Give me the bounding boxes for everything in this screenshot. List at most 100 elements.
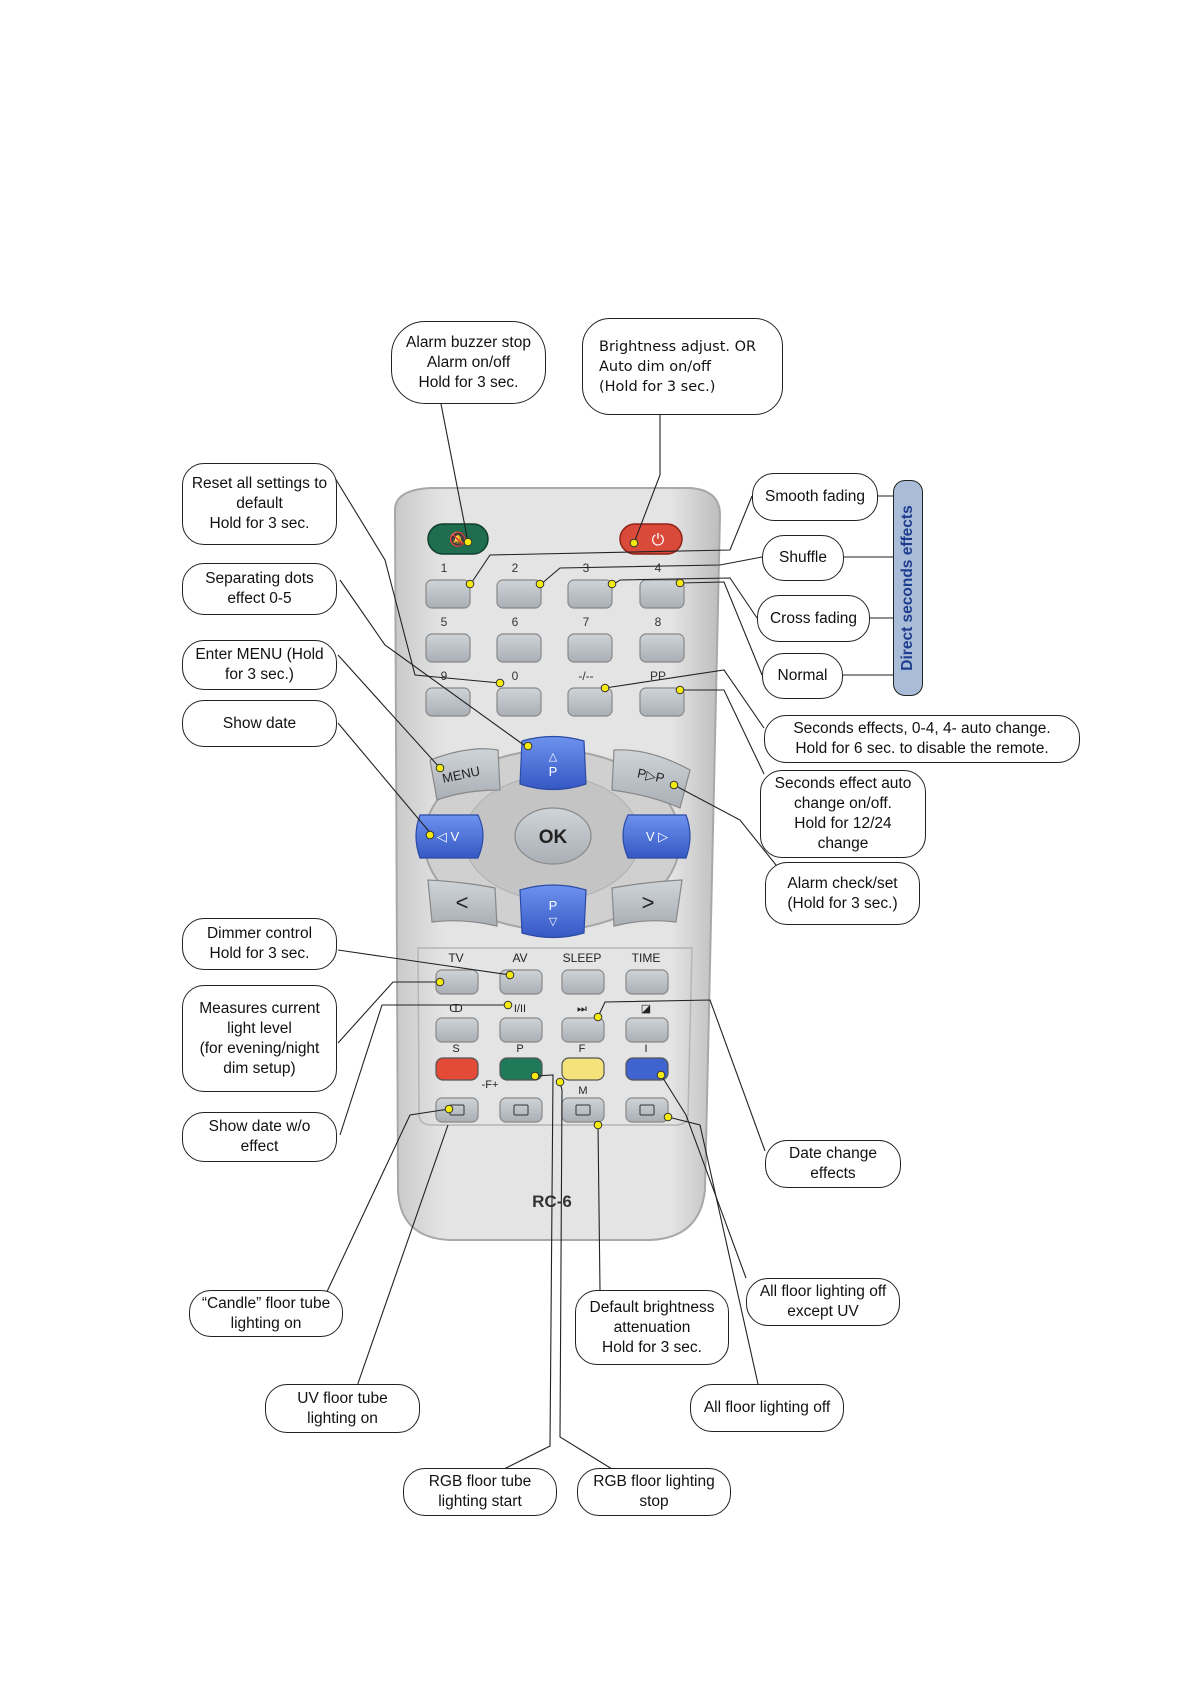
function-panel — [417, 947, 693, 1126]
keypad-button[interactable] — [639, 579, 685, 609]
ppp-button[interactable] — [611, 749, 691, 809]
teletext-icon — [639, 1104, 655, 1116]
key-label: 7 — [583, 615, 590, 629]
alarm-power-button[interactable] — [427, 523, 489, 555]
key-label: 9 — [441, 669, 448, 683]
function-key-label: I/II — [514, 1003, 526, 1015]
keypad-button[interactable] — [496, 687, 542, 717]
callout-seconds-effects: Seconds effects, 0-4, 4- auto change. Ho… — [764, 715, 1080, 763]
forward-label: > — [642, 890, 655, 915]
function-button[interactable] — [625, 1017, 669, 1043]
direct-effects-connectors — [843, 495, 893, 676]
ppp-label: P▷P — [636, 765, 666, 785]
color-key-label: F — [579, 1043, 586, 1055]
volume-right-button[interactable] — [622, 814, 691, 859]
program-down-label: P — [549, 898, 558, 913]
key-label: -/-- — [578, 669, 593, 683]
callout-alarm-check: Alarm check/set (Hold for 3 sec.) — [765, 862, 920, 925]
callout-all-off-except-uv: All floor lighting off except UV — [746, 1278, 900, 1326]
key-label: 6 — [512, 615, 519, 629]
callout-brightness: Brightness adjust. OR Auto dim on/off (H… — [582, 318, 783, 415]
callout-default-brightness: Default brightness attenuation Hold for … — [575, 1290, 729, 1365]
callout-dimmer: Dimmer control Hold for 3 sec. — [182, 918, 337, 970]
function-key-label: AV — [512, 951, 527, 965]
function-button[interactable] — [561, 1017, 605, 1043]
color-button[interactable] — [435, 1057, 479, 1081]
keypad-button[interactable] — [567, 687, 613, 717]
callout-shuffle: Shuffle — [762, 535, 844, 581]
function-button[interactable] — [499, 1017, 543, 1043]
keypad-button[interactable] — [567, 633, 613, 663]
function-key-label: ⏭ — [577, 1003, 587, 1015]
teletext-icon — [575, 1104, 591, 1116]
teletext-icon — [513, 1104, 529, 1116]
ok-label: OK — [539, 827, 568, 848]
callout-enter-menu: Enter MENU (Hold for 3 sec.) — [182, 640, 337, 690]
mix-label: M — [578, 1085, 587, 1097]
navigation-cluster: MENU △ P P▷P ◁ V OK V ▷ < P ▽ > — [415, 735, 691, 939]
callout-reset: Reset all settings to default Hold for 3… — [182, 463, 337, 545]
function-key-label: SLEEP — [563, 951, 602, 965]
key-label: 8 — [655, 615, 662, 629]
callout-all-off: All floor lighting off — [690, 1384, 844, 1432]
power-icon: ⏻ — [652, 532, 665, 549]
color-button[interactable] — [561, 1057, 605, 1081]
volume-left-button[interactable] — [415, 814, 484, 859]
callout-smooth-fading: Smooth fading — [752, 473, 878, 521]
function-key-label: TIME — [632, 951, 661, 965]
back-button[interactable] — [427, 879, 498, 927]
forward-button[interactable] — [611, 879, 683, 927]
keypad-button[interactable] — [639, 687, 685, 717]
leader-lines — [323, 403, 789, 1478]
function-button[interactable] — [625, 969, 669, 995]
menu-button[interactable] — [429, 748, 501, 801]
program-up-button[interactable] — [519, 735, 587, 791]
indicator-dots — [425, 537, 685, 1130]
callout-date-change: Date change effects — [765, 1140, 901, 1188]
callout-separating-dots: Separating dots effect 0-5 — [182, 563, 337, 615]
function-key-label: ↀ — [449, 1003, 463, 1015]
keypad-button[interactable] — [425, 579, 471, 609]
teletext-button[interactable] — [625, 1097, 669, 1123]
program-down-button[interactable] — [519, 884, 587, 939]
back-label: < — [456, 890, 469, 915]
color-key-label: I — [644, 1043, 647, 1055]
fast-text-label: -F+ — [482, 1079, 499, 1091]
function-key-label: TV — [448, 951, 463, 965]
teletext-button[interactable] — [561, 1097, 605, 1123]
function-button[interactable] — [561, 969, 605, 995]
teletext-button[interactable] — [499, 1097, 543, 1123]
callout-alarm-buzzer: Alarm buzzer stop Alarm on/off Hold for … — [391, 321, 546, 404]
color-key-label: P — [516, 1043, 523, 1055]
volume-right-label: V ▷ — [646, 829, 668, 844]
keypad-button[interactable] — [639, 633, 685, 663]
keypad-button[interactable] — [496, 579, 542, 609]
callout-seconds-auto: Seconds effect auto change on/off. Hold … — [760, 770, 926, 858]
ok-button[interactable] — [514, 807, 592, 865]
keypad-button[interactable] — [425, 633, 471, 663]
alarm-bell-icon: 🔕 — [449, 531, 466, 548]
volume-left-label: ◁ V — [437, 829, 460, 844]
callout-rgb-stop: RGB floor lighting stop — [577, 1468, 731, 1516]
keypad-button[interactable] — [425, 687, 471, 717]
key-label: 1 — [441, 561, 448, 575]
function-button[interactable] — [435, 1017, 479, 1043]
key-label: 2 — [512, 561, 519, 575]
callout-show-date-wo: Show date w/o effect — [182, 1112, 337, 1162]
key-label: 0 — [512, 669, 519, 683]
teletext-button[interactable] — [435, 1097, 479, 1123]
color-key-label: S — [452, 1043, 459, 1055]
up-triangle-icon: △ — [549, 751, 558, 763]
keypad-button[interactable] — [496, 633, 542, 663]
callout-candle: “Candle” floor tube lighting on — [189, 1290, 343, 1337]
key-label: 4 — [655, 561, 662, 575]
callout-measures: Measures current light level (for evenin… — [182, 985, 337, 1092]
down-triangle-icon: ▽ — [549, 916, 558, 928]
callout-normal: Normal — [762, 653, 843, 699]
key-label: 5 — [441, 615, 448, 629]
keypad-button[interactable] — [567, 579, 613, 609]
callout-cross-fading: Cross fading — [757, 595, 870, 642]
